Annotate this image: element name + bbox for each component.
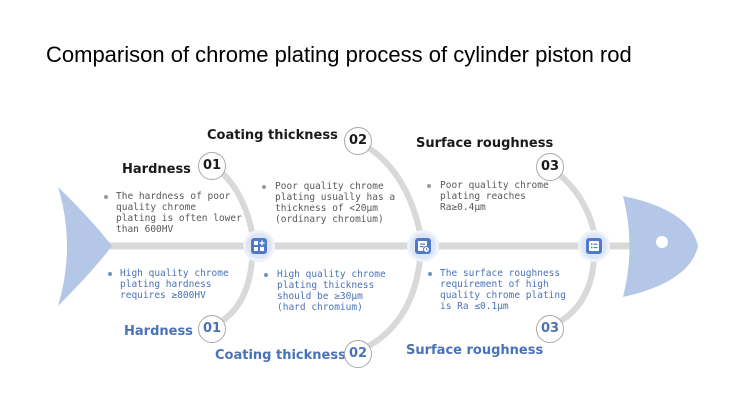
grid-plus-icon <box>251 238 267 254</box>
thickness-high-text: High quality chrome plating thickness sh… <box>277 269 386 313</box>
heading-coating-thickness-bottom: Coating thickness <box>215 348 346 363</box>
bullet-dot <box>108 272 112 276</box>
number-badge-01-top: 01 <box>198 152 226 180</box>
thickness-poor-text: Poor quality chrome plating usually has … <box>275 181 396 225</box>
heading-hardness-top: Hardness <box>122 162 191 177</box>
hub-node-2 <box>407 230 439 262</box>
page-title: Comparison of chrome plating process of … <box>46 42 632 67</box>
hub-node-3 <box>578 230 610 262</box>
heading-surface-roughness-bottom: Surface roughness <box>406 343 544 358</box>
heading-surface-roughness-top: Surface roughness <box>416 136 554 151</box>
hub-node-1 <box>243 230 275 262</box>
heading-coating-thickness-top: Coating thickness <box>207 128 338 143</box>
number-badge-03-bottom: 03 <box>536 315 564 343</box>
bullet-dot <box>104 195 108 199</box>
number-badge-02-top: 02 <box>344 127 372 155</box>
number-badge-02-bottom: 02 <box>344 340 372 368</box>
hardness-poor-text: The hardness of poor quality chrome plat… <box>116 191 242 235</box>
hardness-high-text: High quality chrome plating hardness req… <box>120 268 229 301</box>
checklist-icon <box>586 238 602 254</box>
fish-tail <box>58 187 112 306</box>
document-clock-icon <box>415 238 431 254</box>
bullet-dot <box>262 185 266 189</box>
number-badge-03-top: 03 <box>536 153 564 181</box>
bullet-dot <box>428 272 432 276</box>
fish-eye <box>656 236 668 248</box>
bullet-dot <box>264 273 268 277</box>
roughness-poor-text: Poor quality chrome plating reaches Ra≥0… <box>440 180 549 213</box>
heading-hardness-bottom: Hardness <box>124 324 193 339</box>
roughness-high-text: The surface roughness requirement of hig… <box>440 268 566 312</box>
number-badge-01-bottom: 01 <box>198 315 226 343</box>
bullet-dot <box>427 184 431 188</box>
